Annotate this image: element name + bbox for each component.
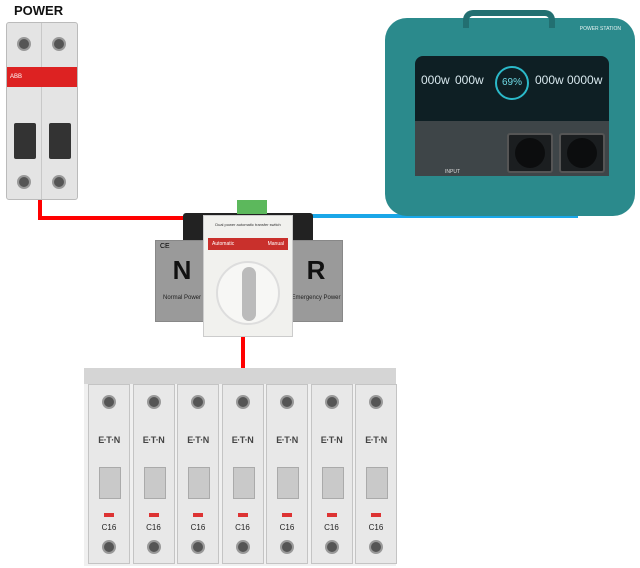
grid-wire-vertical — [38, 180, 42, 220]
breaker-toggle — [49, 123, 71, 159]
breaker-toggle — [14, 123, 36, 159]
screw-icon — [52, 175, 66, 189]
ac-socket-2 — [559, 133, 605, 173]
breaker-toggle — [99, 467, 121, 499]
breaker-toggle — [277, 467, 299, 499]
ac-socket-1 — [507, 133, 553, 173]
automatic-transfer-switch: CE N Normal Power R Emergency Power Dual… — [155, 195, 343, 337]
ats-title: Dual power automatic transfer switch — [215, 222, 281, 227]
output-watts: 000w — [535, 73, 564, 87]
trip-indicator — [104, 513, 114, 517]
ats-normal-side: CE N Normal Power — [155, 240, 209, 322]
breaker-brand: ABB — [7, 67, 77, 87]
din-rail-cover — [84, 368, 396, 384]
ats-automatic-label: Automatic — [212, 241, 235, 247]
load-wire — [241, 333, 245, 369]
screw-icon — [191, 395, 205, 409]
ats-knob — [216, 261, 280, 325]
screw-icon — [235, 540, 250, 554]
backup-wire-horizontal — [292, 214, 578, 218]
trip-indicator — [237, 513, 248, 517]
screw-icon — [235, 395, 250, 409]
power-label: POWER — [14, 3, 64, 18]
trip-indicator — [148, 513, 159, 517]
breaker-toggle — [321, 467, 344, 499]
station-display: 000w 000w 69% 000w 0000w — [415, 56, 609, 121]
ce-mark: CE — [160, 243, 170, 250]
ats-reserve-letter: R — [306, 255, 326, 285]
breaker-toggle — [366, 467, 388, 499]
breaker-brand: E·T·N — [231, 435, 254, 445]
breaker-rating: C16 — [146, 523, 161, 532]
breaker-rating: C16 — [324, 523, 339, 532]
input-watts: 000w — [421, 73, 450, 87]
breaker-brand: E·T·N — [142, 435, 165, 445]
screw-icon — [102, 395, 116, 409]
screw-icon — [17, 175, 31, 189]
output2-watts: 0000w — [567, 73, 603, 87]
screw-icon — [280, 540, 294, 554]
main-breaker: ABB — [6, 22, 78, 200]
ats-handle — [242, 267, 256, 321]
station-handle — [463, 10, 555, 28]
input-label: INPUT — [445, 169, 460, 175]
breaker-brand: E·T·N — [187, 435, 209, 445]
circuit-breaker: E·T·N C16 — [88, 384, 130, 564]
breaker-brand: E·T·N — [276, 435, 298, 445]
circuit-breaker: E·T·N C16 — [355, 384, 397, 564]
screw-icon — [146, 540, 161, 554]
breaker-brand: E·T·N — [98, 435, 120, 445]
breaker-rating: C16 — [101, 523, 117, 532]
grid-wire-horizontal — [38, 216, 206, 220]
station-brand: POWER STATION — [579, 26, 621, 32]
screw-icon — [280, 395, 294, 409]
trip-indicator — [193, 513, 203, 517]
screw-icon — [324, 395, 339, 409]
screw-icon — [191, 540, 205, 554]
screw-icon — [146, 395, 161, 409]
breaker-brand: E·T·N — [320, 435, 343, 445]
portable-power-station: POWER STATION 000w 000w 69% 000w 0000w I… — [385, 10, 635, 216]
breaker-rating: C16 — [279, 523, 295, 532]
breaker-rating: C16 — [235, 523, 250, 532]
breaker-toggle — [143, 467, 166, 499]
ats-reserve-side: R Emergency Power — [289, 240, 343, 322]
screw-icon — [102, 540, 116, 554]
ats-normal-label: Normal Power — [162, 295, 201, 301]
breaker-brand: E·T·N — [365, 435, 387, 445]
screw-icon — [17, 37, 31, 51]
input2-watts: 000w — [455, 73, 484, 87]
distribution-board: E·T·N C16 E·T·N C16 E·T·N C16 E·T·N C16 … — [84, 368, 397, 566]
circuit-breaker: E·T·N C16 — [266, 384, 308, 564]
ats-mode-band: Automatic Manual — [208, 238, 288, 250]
trip-indicator — [326, 513, 337, 517]
station-port-panel: INPUT — [415, 121, 609, 176]
circuit-breaker: E·T·N C16 — [177, 384, 219, 564]
breaker-rating: C16 — [190, 523, 206, 532]
circuit-breaker: E·T·N C16 — [310, 384, 353, 564]
trip-indicator — [371, 513, 381, 517]
trip-indicator — [282, 513, 292, 517]
breaker-toggle — [232, 467, 255, 499]
screw-icon — [324, 540, 339, 554]
ats-terminal-block — [237, 200, 267, 214]
ats-manual-label: Manual — [267, 241, 284, 247]
ats-front: Dual power automatic transfer switch Aut… — [203, 215, 293, 337]
circuit-breaker: E·T·N C16 — [221, 384, 264, 564]
circuit-breaker: E·T·N C16 — [132, 384, 175, 564]
battery-percent: 69% — [495, 66, 529, 100]
breaker-toggle — [188, 467, 210, 499]
screw-icon — [369, 395, 383, 409]
ats-normal-letter: N — [172, 255, 192, 285]
screw-icon — [52, 37, 66, 51]
ats-reserve-label: Emergency Power — [291, 295, 341, 301]
breaker-rating: C16 — [368, 523, 384, 532]
screw-icon — [369, 540, 383, 554]
